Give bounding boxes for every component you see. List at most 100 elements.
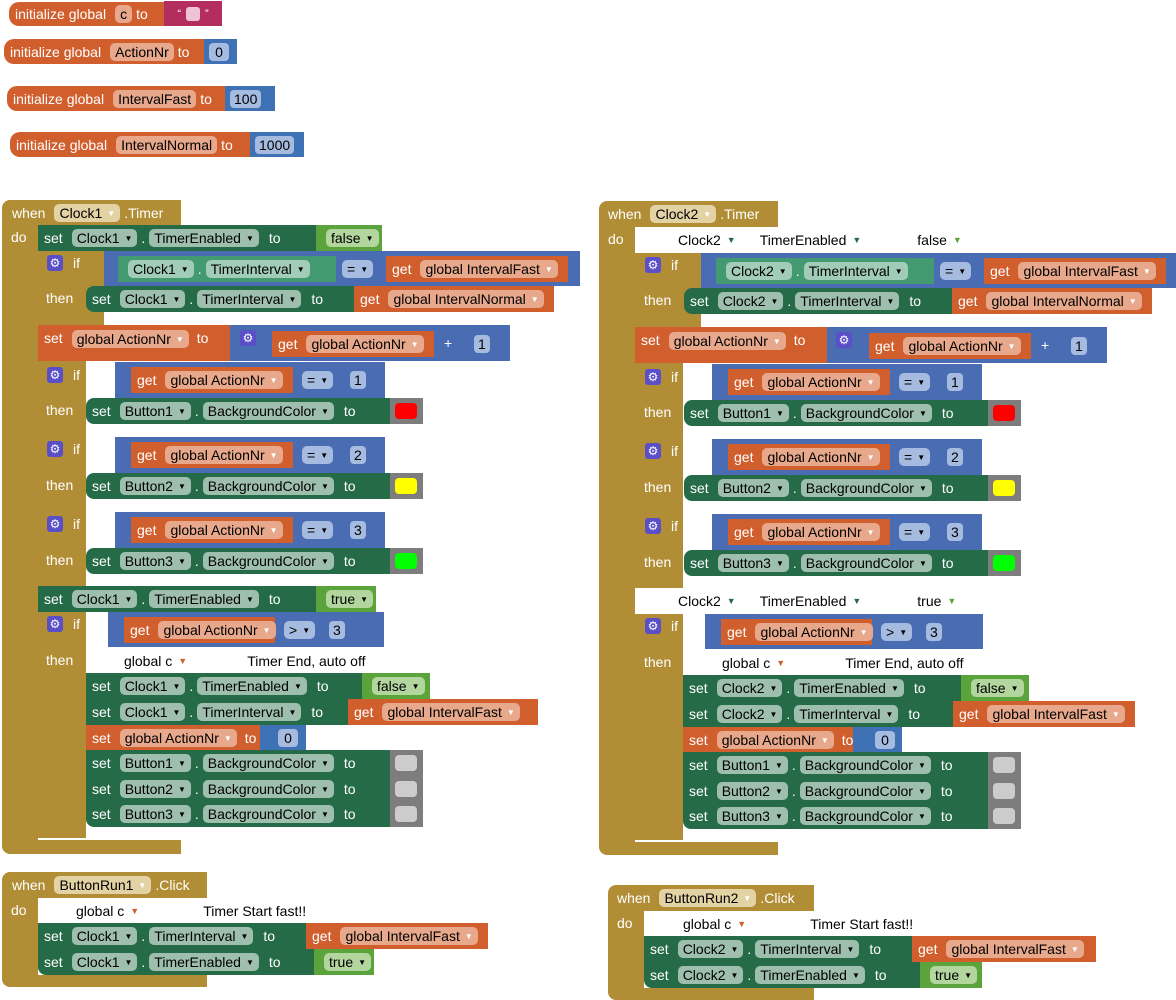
number-field[interactable]: 3: [947, 523, 963, 541]
var-name-field[interactable]: IntervalFast: [113, 89, 197, 108]
color-swatch[interactable]: [993, 757, 1015, 773]
component-dropdown[interactable]: Button3▼: [119, 552, 191, 570]
component-dropdown[interactable]: Button3▼: [716, 807, 788, 825]
color-block-default[interactable]: [988, 778, 1021, 804]
property-dropdown[interactable]: BackgroundColor▼: [800, 479, 932, 497]
set-timerinterval-normal[interactable]: set Clock2▼ . TimerInterval▼ to: [684, 288, 952, 314]
component-dropdown[interactable]: Button2▼: [119, 477, 191, 495]
component-dropdown[interactable]: Clock2▼: [717, 292, 784, 310]
color-swatch[interactable]: [395, 553, 417, 569]
gear-icon[interactable]: ⚙: [47, 516, 63, 532]
gear-icon[interactable]: ⚙: [645, 518, 661, 534]
set-timerinterval-normal[interactable]: set Clock1▼ . TimerInterval▼ to: [86, 286, 354, 312]
get-actionnr[interactable]: get global ActionNr▼: [124, 617, 276, 643]
dropdown-arrow-icon[interactable]: ▼: [130, 906, 140, 916]
color-block-green[interactable]: [390, 548, 423, 574]
property-dropdown[interactable]: BackgroundColor▼: [202, 477, 334, 495]
operator-dropdown[interactable]: =▼: [899, 373, 931, 391]
comment-set-global-c[interactable]: global c ▼ Timer End, auto off: [86, 648, 406, 674]
dropdown-arrow-icon[interactable]: ▼: [726, 235, 736, 245]
number-field[interactable]: 1000: [255, 135, 295, 154]
variable-dropdown[interactable]: global ActionNr▼: [903, 337, 1021, 355]
variable-dropdown[interactable]: global ActionNr▼: [165, 371, 283, 389]
color-swatch[interactable]: [395, 755, 417, 771]
boolean-dropdown[interactable]: false▼: [971, 679, 1024, 697]
gear-icon[interactable]: ⚙: [645, 443, 661, 459]
get-intervalfast[interactable]: get global IntervalFast▼: [386, 256, 568, 282]
variable-dropdown[interactable]: global IntervalFast▼: [420, 260, 558, 278]
component-dropdown[interactable]: ButtonRun2▼: [659, 889, 757, 907]
component-dropdown[interactable]: Clock2▼: [650, 205, 717, 223]
component-dropdown[interactable]: Clock1▼: [71, 590, 138, 608]
component-dropdown[interactable]: Clock1▼: [71, 927, 138, 945]
number-field[interactable]: 3: [329, 621, 345, 639]
get-actionnr[interactable]: get global ActionNr▼: [728, 444, 890, 470]
number-block[interactable]: 0: [853, 727, 902, 753]
property-dropdown[interactable]: TimerEnabled▼: [197, 677, 307, 695]
get-intervalfast[interactable]: get global IntervalFast▼: [348, 699, 538, 725]
boolean-block[interactable]: false▼: [316, 225, 382, 251]
get-actionnr[interactable]: get global ActionNr▼: [728, 519, 890, 545]
set-button1-color-default[interactable]: set Button1▼ . BackgroundColor▼ to: [683, 752, 988, 778]
property-dropdown[interactable]: BackgroundColor▼: [202, 552, 334, 570]
component-dropdown[interactable]: Button1▼: [119, 754, 191, 772]
get-actionnr[interactable]: get global ActionNr▼: [721, 619, 873, 645]
component-dropdown[interactable]: Button1▼: [119, 402, 191, 420]
number-field[interactable]: 1: [947, 373, 963, 391]
component-dropdown[interactable]: Clock1▼: [128, 260, 194, 278]
color-block-default[interactable]: [390, 801, 423, 827]
set-timerinterval-fast[interactable]: set Clock1▼ . TimerInterval▼ to: [38, 923, 306, 949]
variable-dropdown[interactable]: global IntervalFast▼: [382, 703, 520, 721]
operator-dropdown[interactable]: =▼: [940, 262, 972, 280]
init-global-intervalfast[interactable]: initialize global IntervalFast to: [7, 86, 225, 111]
color-swatch[interactable]: [993, 783, 1015, 799]
text-block[interactable]: “ ”: [164, 1, 222, 26]
color-block-red[interactable]: [988, 400, 1021, 426]
variable-dropdown[interactable]: global ActionNr▼: [119, 729, 237, 747]
component-dropdown[interactable]: Button3▼: [717, 554, 789, 572]
dropdown-arrow-icon[interactable]: ▼: [178, 656, 188, 666]
operator-dropdown[interactable]: =▼: [899, 448, 931, 466]
number-block[interactable]: 0: [204, 39, 237, 64]
property-dropdown[interactable]: TimerInterval▼: [755, 940, 860, 958]
color-block-default[interactable]: [988, 752, 1021, 778]
dropdown-arrow-icon[interactable]: ▼: [852, 235, 862, 245]
color-swatch[interactable]: [395, 806, 417, 822]
set-button2-color-default[interactable]: set Button2▼ . BackgroundColor▼ to: [683, 778, 988, 804]
get-intervalfast[interactable]: get global IntervalFast▼: [912, 936, 1096, 962]
if-block[interactable]: [635, 614, 683, 840]
dropdown-arrow-icon[interactable]: ▼: [737, 919, 747, 929]
number-field[interactable]: 0: [278, 729, 298, 747]
variable-dropdown[interactable]: global IntervalFast▼: [1018, 262, 1156, 280]
operator-dropdown[interactable]: >▼: [881, 623, 913, 641]
component-dropdown[interactable]: Button3▼: [119, 805, 191, 823]
color-block-green[interactable]: [988, 550, 1021, 576]
text-value-field[interactable]: [186, 6, 200, 21]
dropdown-arrow-icon[interactable]: ▼: [776, 658, 786, 668]
boolean-block[interactable]: false▼: [362, 673, 430, 699]
number-field[interactable]: 100: [230, 89, 262, 108]
set-button3-color[interactable]: set Button3▼ . BackgroundColor▼ to: [684, 550, 988, 576]
boolean-block[interactable]: true▼: [316, 586, 376, 612]
property-dropdown[interactable]: BackgroundColor▼: [202, 780, 334, 798]
get-intervalfast[interactable]: get global IntervalFast▼: [306, 923, 488, 949]
set-timerinterval-fast[interactable]: set Clock1▼ . TimerInterval▼ to: [86, 699, 348, 725]
gear-icon[interactable]: ⚙: [47, 441, 63, 457]
gear-icon[interactable]: ⚙: [47, 255, 63, 271]
set-timerenabled-false[interactable]: set Clock1▼ . TimerEnabled▼ to: [38, 225, 316, 251]
set-timerenabled-true[interactable]: set Clock1▼ . TimerEnabled▼ to: [38, 586, 316, 612]
color-swatch[interactable]: [993, 480, 1015, 496]
init-global-intervalnormal[interactable]: initialize global IntervalNormal to: [10, 132, 250, 157]
set-button1-color[interactable]: set Button1▼ . BackgroundColor▼ to: [684, 400, 988, 426]
set-button3-color-default[interactable]: set Button3▼ . BackgroundColor▼ to: [683, 803, 988, 829]
operator-dropdown[interactable]: =▼: [302, 446, 334, 464]
get-actionnr[interactable]: get global ActionNr▼: [869, 333, 1031, 359]
color-swatch[interactable]: [395, 478, 417, 494]
boolean-dropdown[interactable]: false▼: [326, 229, 379, 247]
number-field[interactable]: 2: [350, 446, 366, 464]
color-swatch[interactable]: [993, 555, 1015, 571]
get-timerinterval[interactable]: Clock1▼ . TimerInterval▼: [118, 256, 336, 282]
var-name-field[interactable]: ActionNr: [110, 42, 174, 61]
set-timerenabled-true-hidden[interactable]: Clock2 ▼ TimerEnabled ▼ true ▼: [635, 588, 965, 614]
variable-dropdown[interactable]: global ActionNr▼: [165, 521, 283, 539]
